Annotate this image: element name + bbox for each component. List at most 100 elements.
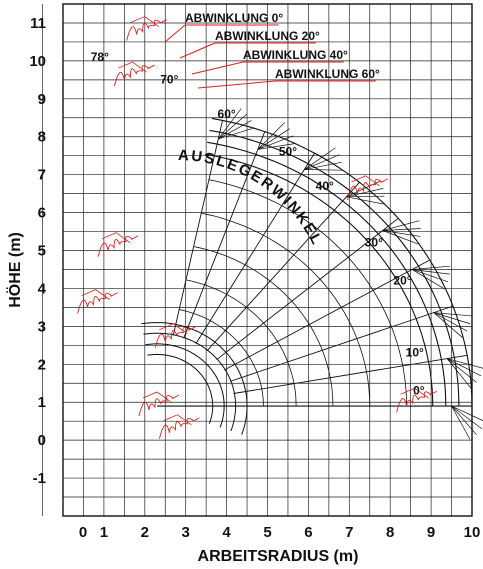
boom-angle-label: 40°	[316, 179, 334, 193]
jib-position-line	[411, 269, 449, 283]
boom-sketch	[138, 394, 180, 417]
boom-sketches	[77, 16, 437, 439]
boom-angle-rays	[172, 108, 483, 440]
y-tick-label: 2	[38, 356, 46, 373]
jib-position-line	[257, 143, 296, 150]
jib-position-line	[304, 147, 336, 170]
y-axis-label: HÖHE (m)	[5, 232, 24, 308]
grid	[42, 3, 473, 517]
boom-angle-ray	[172, 120, 223, 336]
boom-angle-ray	[216, 217, 399, 361]
jib-position-line	[218, 113, 248, 140]
x-tick-label: 7	[345, 524, 353, 541]
y-tick-label: 11	[30, 15, 46, 32]
intermediate-arc	[208, 179, 407, 407]
boom-angle-ray	[233, 354, 468, 394]
jib-position-line	[304, 161, 342, 170]
x-tick-label: 8	[386, 524, 394, 541]
jib-position-line	[446, 358, 483, 369]
boom-sketch	[77, 292, 118, 314]
jib-position-line	[218, 120, 252, 140]
x-tick-label: 0	[79, 524, 87, 541]
boom-sketch-arm	[142, 391, 172, 403]
articulation-annotations: ABWINKLUNG 0° ABWINKLUNG 20° ABWINKLUNG 40…	[164, 11, 380, 89]
boom-sketch-arm	[101, 232, 131, 244]
x-tick-label: 5	[263, 524, 271, 541]
boom-sketch	[158, 417, 200, 439]
intermediate-arc	[185, 279, 297, 407]
jib-position-line	[218, 127, 255, 140]
jib-position-line	[446, 358, 472, 389]
boom-angle-ray	[183, 131, 266, 339]
x-tick-label: 4	[222, 524, 231, 541]
boom-sketch	[154, 326, 196, 348]
boom-angle-label: 60°	[218, 107, 236, 121]
jib-position-line	[257, 122, 285, 150]
boom-sketch-arm	[351, 175, 380, 187]
y-tick-label: 5	[38, 243, 46, 260]
jib-position-line	[257, 135, 294, 150]
articulation-label: ABWINKLUNG 0°	[185, 11, 283, 25]
jib-position-line	[411, 269, 445, 290]
boom-angle-label: 50°	[279, 145, 297, 159]
x-tick-label: 6	[304, 524, 312, 541]
boom-angle-ray	[229, 305, 454, 382]
intermediate-arc	[179, 309, 264, 407]
boom-sketch	[396, 390, 437, 413]
y-tick-label: 10	[29, 53, 46, 70]
jib-position-line	[412, 269, 450, 275]
boom-sketch	[114, 64, 155, 87]
articulation-leader	[191, 61, 244, 75]
jib-position-line	[218, 108, 242, 140]
x-tick-label: 3	[182, 524, 190, 541]
y-tick-label: 1	[38, 394, 46, 411]
y-tick-label: 0	[38, 432, 46, 449]
articulation-label: ABWINKLUNG 20°	[215, 29, 320, 43]
jib-position-line	[412, 265, 450, 270]
boom-angle-ray	[206, 182, 360, 352]
boom-angle-label: 10°	[406, 346, 424, 360]
boom-sketch-arm	[81, 289, 110, 300]
jib-position-line	[451, 405, 477, 435]
jib-position-line	[346, 187, 384, 198]
jib-position-line	[304, 169, 343, 171]
boom-sketch-arm	[130, 16, 159, 27]
boom-sketch	[126, 19, 167, 41]
y-tick-label: -1	[33, 470, 46, 487]
jib-position-line	[346, 196, 384, 205]
boom-sketch	[97, 235, 139, 257]
y-tick-label: 3	[38, 318, 46, 335]
y-tick-label: 6	[38, 205, 46, 222]
boom-sketch-arm	[400, 387, 429, 399]
y-tick-label: 8	[38, 129, 46, 146]
x-tick-label: 1	[100, 524, 108, 541]
boom-sketch	[347, 178, 388, 200]
jib-position-line	[304, 154, 340, 170]
articulation-leader	[179, 42, 216, 59]
x-tick-label: 9	[427, 524, 435, 541]
jib-position-line	[451, 405, 483, 422]
jib-position-line	[433, 312, 471, 325]
boom-angle-ray	[224, 259, 431, 371]
jib-position-line	[451, 405, 471, 440]
boom-sketch-arm	[118, 61, 147, 73]
articulation-label: ABWINKLUNG 40°	[243, 48, 348, 62]
boom-sketch-arm	[159, 323, 188, 335]
jib-position-line	[382, 230, 421, 237]
jib-position-line	[382, 220, 420, 231]
x-tick-label: 2	[141, 524, 149, 541]
boom-angle-ray	[195, 152, 315, 344]
jib-position-line	[346, 195, 385, 198]
jib-position-line	[446, 358, 477, 383]
boom-angle-label: 30°	[365, 236, 383, 250]
intermediate-arc	[193, 246, 334, 407]
boom-angle-label: 70°	[160, 73, 178, 87]
plot-frame	[62, 3, 473, 517]
boom-sketch-arm	[163, 414, 192, 426]
jib-position-line	[433, 312, 463, 338]
articulation-label: ABWINKLUNG 60°	[275, 67, 380, 81]
articulation-leader	[197, 80, 276, 89]
y-tick-label: 7	[38, 167, 46, 184]
